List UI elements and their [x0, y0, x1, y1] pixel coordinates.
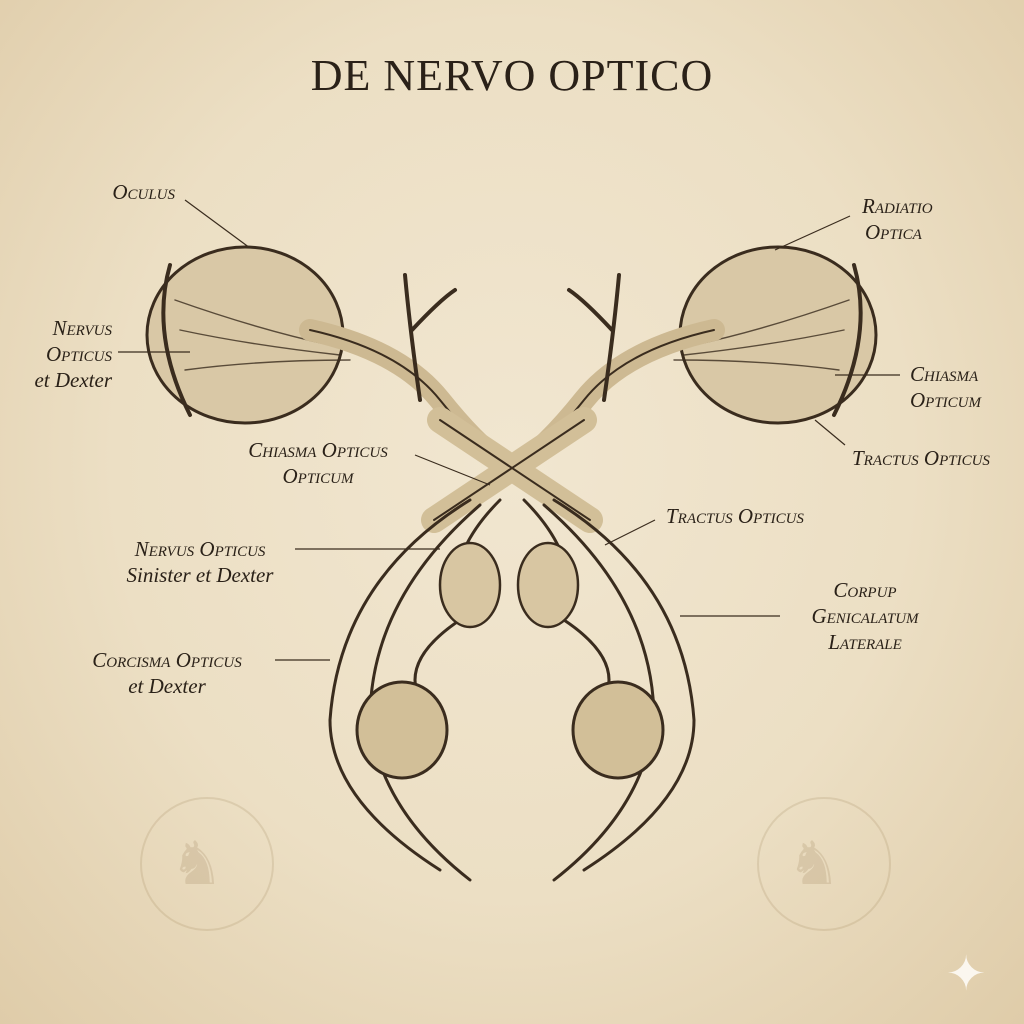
label-line: Laterale: [828, 630, 902, 654]
label-radiatio-optica: Radiatio Optica: [862, 193, 933, 245]
label-line: Sinister et Dexter: [126, 563, 274, 587]
watermark-seal-left: ♞: [140, 797, 274, 931]
sparkle-icon: ✦: [946, 948, 987, 1001]
left-large-body: [355, 680, 449, 780]
page-title: DE NERVO OPTICO: [310, 51, 714, 100]
label-corcisma-opticus: Corcisma Opticus et Dexter: [62, 647, 272, 699]
label-line: Genicalatum: [811, 604, 919, 628]
right-small-body: [516, 541, 580, 629]
label-nervus-opticus-sinister: Nervus Opticus Sinister et Dexter: [100, 536, 300, 588]
seal-emblem-icon: ♞: [170, 831, 224, 897]
label-oculus: Oculus: [112, 179, 175, 205]
label-line: Nervus: [52, 316, 112, 340]
label-line: Oculus: [112, 180, 175, 204]
label-corpup-genicalatum: Corpup Genicalatum Laterale: [770, 577, 960, 655]
label-line: Optica: [865, 220, 922, 244]
right-large-body: [571, 680, 665, 780]
label-line: Radiatio: [862, 194, 933, 218]
label-line: et Dexter: [128, 674, 206, 698]
label-nervus-opticus-dexter: Nervus Opticus et Dexter: [34, 315, 112, 393]
left-small-body: [438, 541, 502, 629]
label-line: Opticum: [910, 388, 981, 412]
label-line: Corpup: [833, 578, 897, 602]
label-line: Opticus: [45, 342, 112, 366]
label-line: Chiasma: [910, 362, 979, 386]
label-line: et Dexter: [34, 368, 112, 392]
label-line: Tractus Opticus: [852, 446, 990, 470]
label-line: Nervus Opticus: [134, 537, 266, 561]
label-chiasma-opticum: Chiasma Opticum: [910, 361, 981, 413]
leader-lines: [118, 199, 900, 661]
label-line: Corcisma Opticus: [92, 648, 242, 672]
watermark-seal-right: ♞: [757, 797, 891, 931]
label-line: Opticum: [282, 464, 354, 488]
label-tractus-opticus-right: Tractus Opticus: [852, 445, 990, 471]
label-chiasma-opticus: Chiasma Opticus Opticum: [218, 437, 418, 489]
label-line: Chiasma Opticus: [248, 438, 388, 462]
seal-emblem-icon: ♞: [787, 831, 841, 897]
label-line: Tractus Opticus: [666, 504, 804, 528]
label-tractus-opticus-center: Tractus Opticus: [666, 503, 804, 529]
